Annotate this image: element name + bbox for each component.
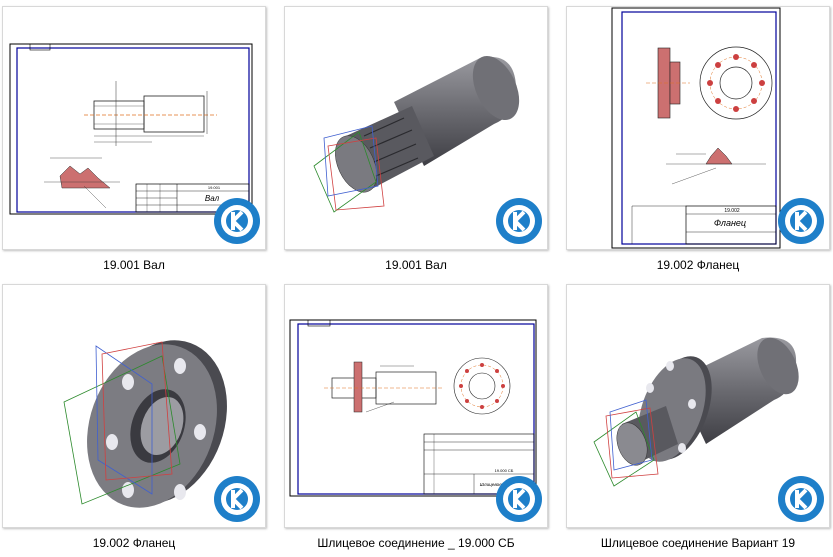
thumbnail: Вал 19.001 bbox=[2, 6, 266, 250]
kompas-logo-icon bbox=[214, 476, 260, 522]
thumbnail bbox=[566, 284, 830, 528]
file-tile-assembly-drawing[interactable]: Шлицевое соединение 19.000 СБ Шлицевое с… bbox=[284, 278, 548, 556]
file-tile-shaft-model[interactable]: 19.001 Вал bbox=[284, 0, 548, 278]
thumbnail bbox=[2, 284, 266, 528]
thumbnail: Шлицевое соединение 19.000 СБ bbox=[284, 284, 548, 528]
file-tile-flange-drawing[interactable]: Фланец 19.002 19.002 Фланец bbox=[566, 0, 830, 278]
kompas-logo-icon bbox=[214, 198, 260, 244]
drawing-flange-preview: Фланец 19.002 bbox=[611, 7, 781, 249]
file-caption: 19.001 Вал bbox=[103, 258, 165, 272]
model-flange-preview bbox=[63, 340, 227, 508]
kompas-logo-icon bbox=[778, 476, 824, 522]
title-block-name: Фланец bbox=[714, 218, 746, 228]
file-tile-assembly-model[interactable]: Шлицевое соединение Вариант 19 bbox=[566, 278, 830, 556]
title-block-number: 19.002 bbox=[724, 208, 740, 214]
model-assembly-preview bbox=[593, 337, 799, 487]
title-block-name: Вал bbox=[205, 194, 220, 203]
thumbnail: Фланец 19.002 bbox=[566, 6, 830, 250]
kompas-logo-icon bbox=[496, 198, 542, 244]
file-caption: 19.002 Фланец bbox=[92, 536, 176, 550]
title-block-number: 19.000 СБ bbox=[495, 468, 514, 473]
file-tile-flange-model[interactable]: 19.002 Фланец bbox=[2, 278, 266, 556]
kompas-logo-icon bbox=[778, 198, 824, 244]
drawing-shaft-preview: Вал 19.001 bbox=[9, 43, 253, 215]
file-caption: 19.001 Вал bbox=[385, 258, 447, 272]
file-caption: 19.002 Фланец bbox=[656, 258, 740, 272]
kompas-logo-icon bbox=[496, 476, 542, 522]
file-caption: Шлицевое соединение _ 19.000 СБ bbox=[317, 536, 515, 550]
model-shaft-preview bbox=[313, 56, 520, 213]
file-tile-shaft-drawing[interactable]: Вал 19.001 19.001 Вал bbox=[2, 0, 266, 278]
title-block-number: 19.001 bbox=[208, 185, 221, 190]
thumbnail bbox=[284, 6, 548, 250]
file-caption: Шлицевое соединение Вариант 19 bbox=[600, 536, 796, 550]
drawing-assembly-preview: Шлицевое соединение 19.000 СБ bbox=[289, 319, 537, 497]
